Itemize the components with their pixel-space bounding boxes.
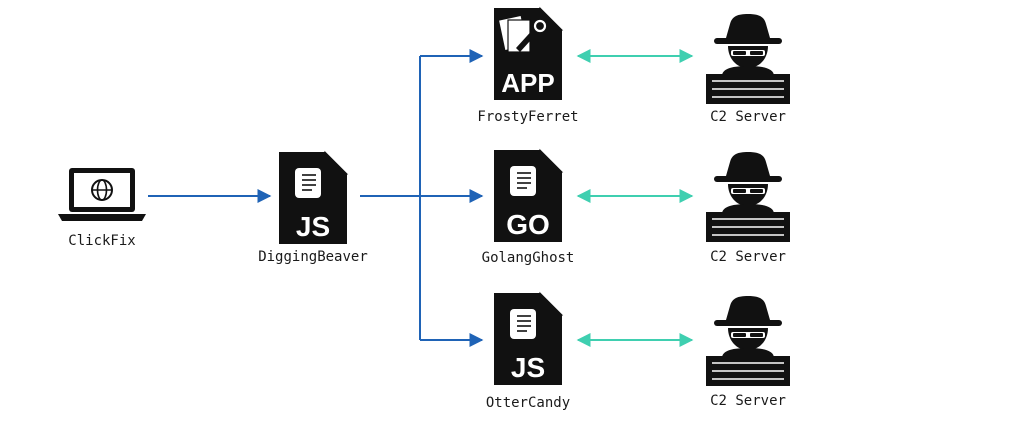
c2-server-1-hacker-server-icon [705, 13, 791, 105]
c2-server-2-label: C2 Server [710, 249, 786, 265]
c2-server-2-hacker-server-icon [705, 151, 791, 243]
diggingbeaver-js-file-icon: JS [278, 151, 348, 245]
golangghost-go-file-icon: GO [493, 149, 563, 243]
clickfix-label: ClickFix [68, 233, 135, 249]
laptop-globe-icon [58, 168, 146, 221]
ottercandy-badge: JS [511, 352, 545, 383]
c2-server-1-label: C2 Server [710, 109, 786, 125]
frostyferret-label: FrostyFerret [477, 109, 578, 125]
diggingbeaver-label: DiggingBeaver [258, 249, 368, 265]
c2-server-3-hacker-server-icon [705, 295, 791, 387]
diggingbeaver-badge: JS [296, 211, 330, 242]
frostyferret-badge: APP [501, 68, 554, 98]
ottercandy-label: OtterCandy [486, 395, 570, 411]
ottercandy-js-file-icon: JS [493, 292, 563, 386]
golangghost-label: GolangGhost [482, 250, 575, 266]
golangghost-badge: GO [506, 209, 550, 240]
c2-server-3-label: C2 Server [710, 393, 786, 409]
frostyferret-app-file-icon: APP [493, 7, 563, 101]
